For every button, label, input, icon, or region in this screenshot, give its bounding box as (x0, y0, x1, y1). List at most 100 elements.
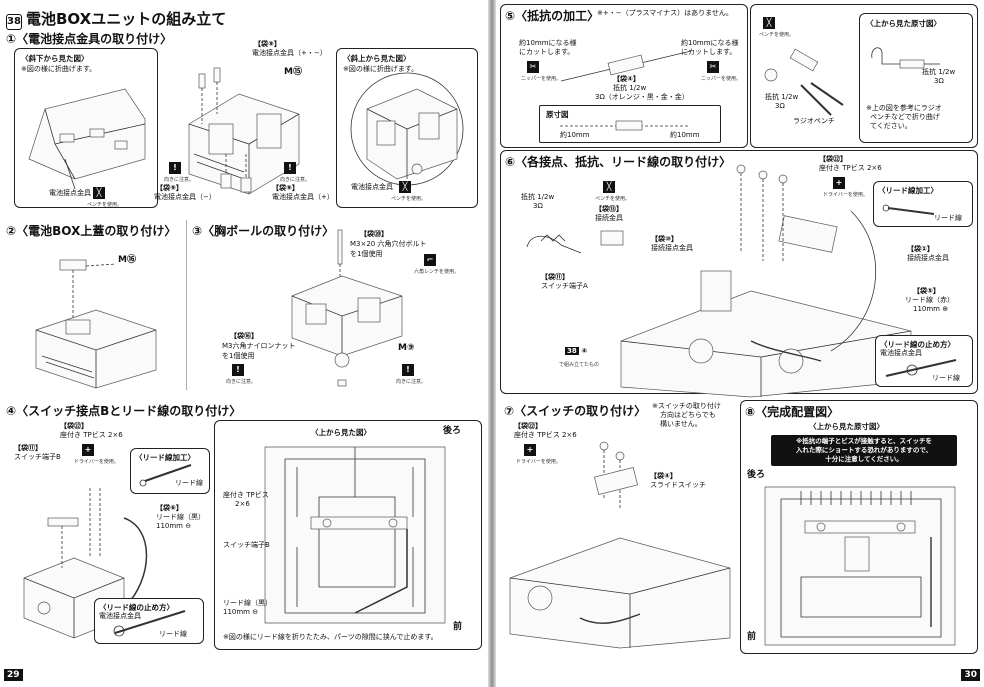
section-4-heading: ④〈スイッチ接点Bとリード線の取り付け〉 (6, 404, 242, 418)
screw-6: 座付き TPビス 2×6 (819, 164, 882, 172)
section-3: ③〈胸ボールの取り付け〉 【袋⑳】 M3×20 六角穴付ボルト を1個使用 ⌐ … (192, 220, 484, 392)
cut-left-1: 約10mmになる様 (519, 39, 577, 47)
label-contact: 電池接点金具 (49, 189, 91, 197)
bolt-qty: を1個使用 (350, 250, 383, 258)
lead-wire-label: リード線 (175, 479, 203, 487)
ohm-6: 3Ω (533, 202, 543, 210)
bag22-label: 【袋㉒】 (60, 422, 88, 430)
lead-black-label: リード線（黒） (156, 513, 205, 521)
lead-stop-title-6: 〈リード線の止め方〉 (880, 340, 955, 349)
full-size-illustration (560, 120, 690, 131)
pliers-icon: ╳ (93, 187, 105, 199)
s7-note-2: 方向はどちらでも (660, 411, 716, 419)
pliers-icon: ╳ (763, 17, 775, 29)
section-5-resistor: ⑤〈抵抗の加工〉 ※+・−（プラスマイナス）はありません。 約10mmになる様 … (500, 4, 748, 148)
screw-label: 座付き TPビス 2×6 (60, 431, 123, 439)
ref-step: 38 ④ (565, 347, 587, 356)
ref-step-num: 38 (565, 347, 579, 355)
cap-pliers-6: ペンチを使用。 (595, 196, 631, 202)
lead-stop-lead: リード線 (159, 630, 187, 638)
book-gutter (488, 0, 496, 687)
resistor2: 抵抗 1/2w (765, 93, 799, 101)
nut-qty: を1個使用 (222, 352, 255, 360)
bend-illustration (764, 48, 844, 116)
ohm2: 3Ω (775, 102, 785, 110)
lead-stop-contact-6: 電池接点金具 (880, 349, 922, 357)
top-view-illustration (264, 446, 446, 624)
bolt-label: M3×20 六角穴付ボルト (350, 240, 427, 248)
chest-ball-illustration (291, 229, 403, 387)
top-full-illustration (871, 47, 940, 69)
assembly-illustration-6 (526, 164, 912, 398)
radio-pliers: ラジオペンチ (793, 117, 835, 125)
bag20-label: 【袋⑳】 (360, 230, 388, 238)
cut-right-2: にカットします。 (681, 48, 737, 56)
part-m16: M⑯ (118, 255, 136, 265)
cap-driver-7: ドライバーを使用。 (516, 459, 561, 465)
section-2: ②〈電池BOX上蓋の取り付け〉 M⑯ (6, 220, 187, 390)
bag6-label: 【袋⑥】 (156, 504, 183, 512)
part-plus-minus: 電池接点金具（+・−） (252, 49, 327, 57)
section-4-note: ※図の様にリード線を折りたたみ、パーツの隙間に挟んで止めます。 (223, 633, 438, 641)
bag4-7: 【袋④】 (650, 472, 677, 480)
lead-work-illustration-6 (882, 204, 935, 215)
lead-work-box-6: 〈リード線加工〉 リード線 (873, 181, 973, 227)
cap-pliers2: ペンチを使用。 (391, 196, 427, 202)
lead-len-top: 110mm ⊖ (223, 608, 259, 616)
lead-work-illustration (139, 464, 192, 487)
warning-line-1: ※抵抗の端子とビスが接触すると、スイッチを (795, 437, 933, 445)
nipper-icon: ✂ (707, 61, 719, 73)
view-angle-title: 〈斜上から見た図〉 (343, 54, 411, 63)
label-contact2: 電池接点金具 (351, 183, 393, 191)
warning-line-2: 入れた際にショートする恐れがありますので、 (795, 446, 933, 454)
bag11-6: 【袋⑪】 (541, 273, 569, 281)
resistor3: 抵抗 1/2w (922, 68, 956, 76)
part-m9: M⑨ (398, 343, 415, 353)
section-3-heading: ③〈胸ボールの取り付け〉 (192, 224, 335, 238)
part-minus: 電池接点金具（−） (154, 193, 216, 201)
cap-pliers-5: ペンチを使用。 (759, 32, 795, 38)
full-size-box: 原寸図 約10mm 約10mm (539, 105, 721, 143)
lead-stop-title: 〈リード線の止め方〉 (99, 603, 174, 612)
view-below-note: ※図の様に折曲げます。 (21, 65, 97, 73)
back-8: 後ろ (747, 470, 766, 480)
connect-contact-6: 接続接点金具 (651, 244, 693, 252)
top-view-box: 〈上から見た図〉 後ろ 前 座付き TPビス 2×6 スイッチ端子B リード線（… (214, 420, 482, 650)
lead-label-top: リード線（黒） (223, 599, 272, 607)
section-5-heading: ⑤〈抵抗の加工〉 (505, 9, 600, 23)
cap-nipper-a: ニッパーを使用。 (521, 76, 562, 82)
switch-a-6: スイッチ端子A (541, 282, 588, 290)
resistor-value: 3Ω（オレンジ・黒・金・金） (595, 93, 689, 101)
nipper-icon: ✂ (527, 61, 539, 73)
section-8-heading: ⑧〈完成配置図〉 (745, 405, 840, 419)
view-angle-note: ※図の様に折曲げます。 (343, 65, 419, 73)
s7-note-3: 構いません。 (660, 420, 702, 428)
lead-wire-6: リード線 (934, 214, 962, 222)
bag9-label-b: 【袋⑨】 (156, 184, 183, 192)
lead-stop-box: 〈リード線の止め方〉 電池接点金具 リード線 (94, 598, 204, 644)
lead-stop-contact: 電池接点金具 (99, 612, 141, 620)
bend-note-1: ※上の図を参考にラジオ (866, 104, 942, 112)
hex-wrench-icon: ⌐ (424, 254, 436, 266)
ohm3: 3Ω (934, 77, 944, 85)
len-6: 110mm ⊕ (913, 305, 949, 313)
lead-stop-illustration (113, 610, 186, 637)
bend-resistor-box: ╳ ペンチを使用。 抵抗 1/2w 3Ω ラジオペンチ 〈上から見た原寸図〉 抵… (750, 4, 978, 148)
short-circuit-warning: ※抵抗の端子とビスが接触すると、スイッチを 入れた際にショートする恐れがあります… (771, 435, 957, 466)
warning-icon: ! (232, 364, 244, 376)
pliers-icon: ╳ (399, 181, 411, 193)
bag9-label-a: 【袋⑨】 (254, 40, 281, 48)
bend-note-2: ペンチなどで折り曲げ (870, 113, 940, 121)
ref-caption: で組み立てたもの (559, 362, 600, 368)
cap-driver-6: ドライバーを使用。 (823, 192, 868, 198)
warning-icon: ! (284, 162, 296, 174)
warning-line-3: 十分に注意してください。 (825, 455, 903, 463)
bottom-view-illustration (28, 88, 146, 190)
cap-face-3b: 向きに注意。 (396, 379, 427, 385)
section-7: ⑦〈スイッチの取り付け〉 ※スイッチの取り付け 方向はどちらでも 構いません。 … (500, 398, 736, 650)
lead-work-box: 〈リード線加工〉 リード線 (130, 448, 210, 494)
lead-stop-box-6: 〈リード線の止め方〉 電池接点金具 リード線 (875, 335, 973, 387)
bag22-7: 【袋㉒】 (514, 422, 542, 430)
